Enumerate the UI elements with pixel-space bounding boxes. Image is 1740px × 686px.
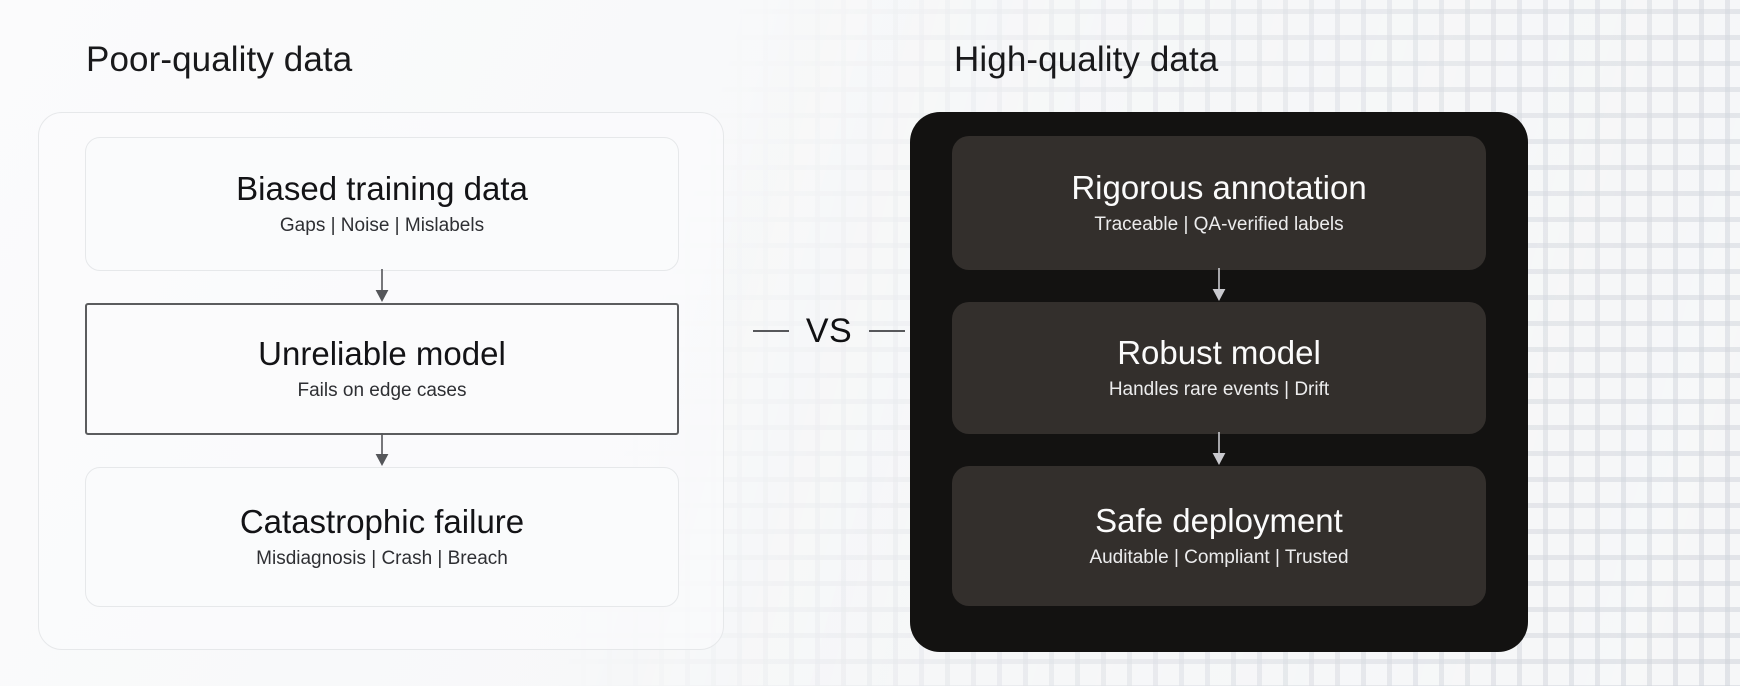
card-subtitle: Gaps | Noise | Mislabels [279,215,485,237]
card-title: Unreliable model [258,334,506,372]
arrow-down-icon [373,269,391,303]
heading-poor-quality: Poor-quality data [86,40,353,79]
card-catastrophic-failure[interactable]: Catastrophic failure Misdiagnosis | Cras… [85,467,679,607]
panel-high-quality: Rigorous annotation Traceable | QA-verif… [910,112,1528,652]
divider-dash-right [869,330,906,332]
card-robust-model[interactable]: Robust model Handles rare events | Drift [952,302,1486,434]
divider-dash-left [752,330,789,332]
card-biased-training-data[interactable]: Biased training data Gaps | Noise | Misl… [85,137,679,271]
card-title: Rigorous annotation [1071,168,1367,206]
arrow-down-icon [1210,432,1228,466]
card-title: Biased training data [236,169,528,207]
card-subtitle: Auditable | Compliant | Trusted [1089,547,1349,569]
card-subtitle: Fails on edge cases [297,380,467,402]
card-rigorous-annotation[interactable]: Rigorous annotation Traceable | QA-verif… [952,136,1486,270]
card-unreliable-model[interactable]: Unreliable model Fails on edge cases [85,303,679,435]
arrow-down-icon [373,433,391,467]
card-title: Catastrophic failure [239,502,525,540]
card-title: Safe deployment [1095,501,1343,539]
card-safe-deployment[interactable]: Safe deployment Auditable | Compliant | … [952,466,1486,606]
card-subtitle: Handles rare events | Drift [1108,379,1330,401]
card-title: Robust model [1117,333,1321,371]
card-subtitle: Traceable | QA-verified labels [1094,214,1344,236]
arrow-down-icon [1210,268,1228,302]
panel-poor-quality: Biased training data Gaps | Noise | Misl… [38,112,724,650]
heading-high-quality: High-quality data [954,40,1219,79]
vs-label: VS [805,312,853,350]
card-subtitle: Misdiagnosis | Crash | Breach [256,548,508,570]
vs-divider: VS [744,302,914,360]
